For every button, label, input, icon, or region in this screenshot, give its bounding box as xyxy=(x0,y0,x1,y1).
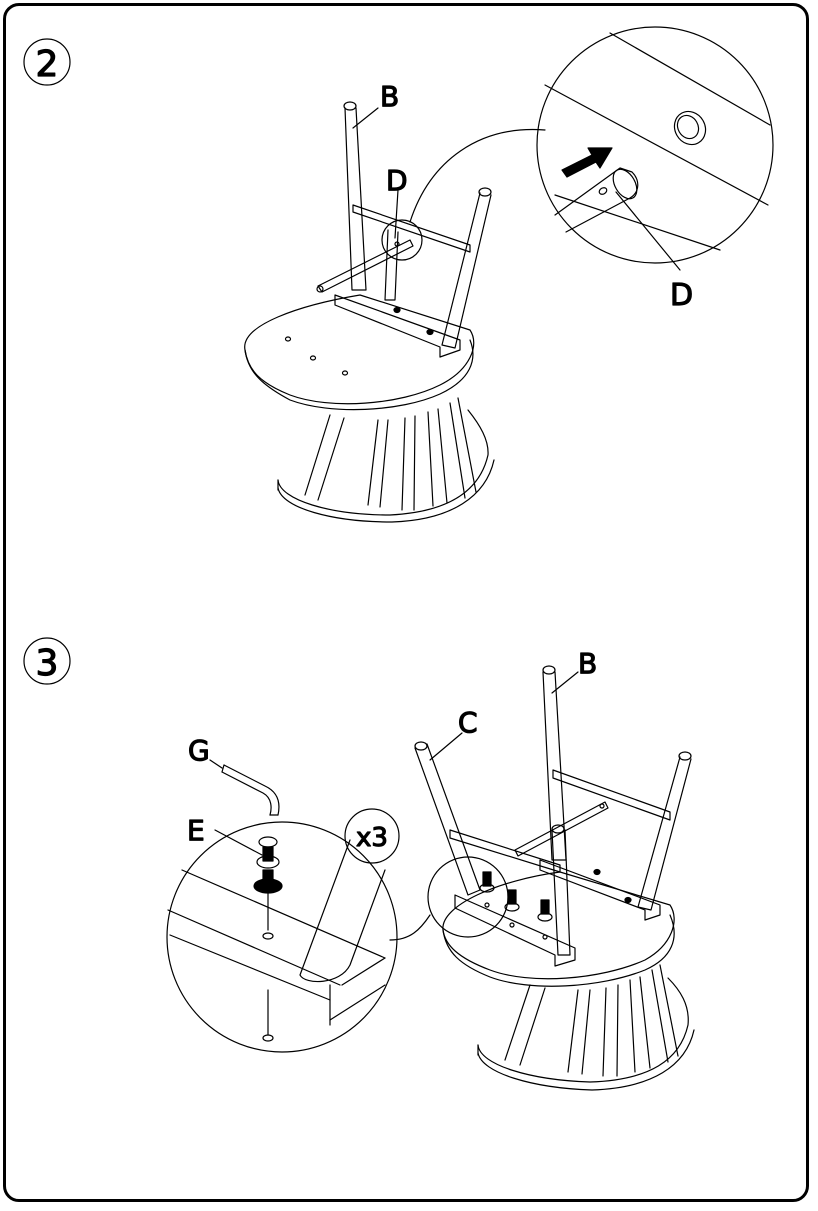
step-3-leader-g xyxy=(209,759,223,769)
step-2-zoom-connector xyxy=(409,128,546,223)
step-3: 3 xyxy=(23,637,695,1091)
step-3-zoom-view xyxy=(166,808,400,1053)
hex-key-g xyxy=(221,764,280,816)
step-3-label-e: E xyxy=(187,814,205,847)
step-2-detail-marker xyxy=(381,219,423,261)
step-2-number-circle xyxy=(23,38,71,86)
step-2-leader-d xyxy=(394,189,399,239)
instruction-sheet-frame xyxy=(3,3,809,1202)
step-3-leader-e xyxy=(214,829,263,856)
step-3-bolts xyxy=(479,871,553,940)
step-2-leader-b xyxy=(352,107,379,129)
step-2: 2 xyxy=(23,26,774,523)
step-2-number: 2 xyxy=(36,44,59,85)
step-3-leader-c xyxy=(429,732,463,761)
step-3-label-c: C xyxy=(458,706,478,739)
step-3-quantity: x3 xyxy=(356,823,388,853)
step-3-zoom-connector xyxy=(389,914,431,941)
step-3-chair xyxy=(414,665,695,1091)
step-2-zoom-label-d: D xyxy=(670,278,693,313)
step-3-detail-marker xyxy=(427,856,509,938)
step-3-label-g: G xyxy=(188,734,210,767)
step-2-label-b: B xyxy=(380,80,399,113)
step-3-number: 3 xyxy=(36,643,59,684)
step-3-label-b: B xyxy=(578,647,597,680)
step-2-chair xyxy=(244,101,495,523)
step-2-zoom-view xyxy=(536,26,774,271)
step-3-number-circle xyxy=(23,637,71,685)
step-3-leader-b xyxy=(551,671,579,694)
step-2-label-d: D xyxy=(386,164,408,197)
